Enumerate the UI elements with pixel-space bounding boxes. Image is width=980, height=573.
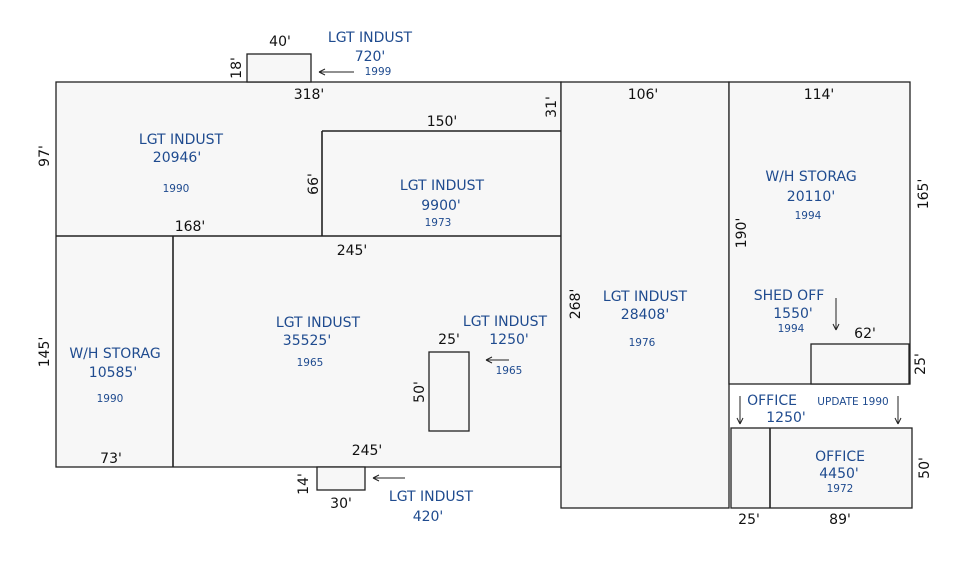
dim-north-width: 318' <box>294 87 325 103</box>
svg-text:LGT INDUST: LGT INDUST <box>139 132 224 148</box>
svg-text:35525': 35525' <box>283 333 331 349</box>
dim-east-height: 165' <box>916 179 932 210</box>
svg-text:1250': 1250' <box>766 410 805 426</box>
svg-text:W/H STORAG: W/H STORAG <box>69 346 160 362</box>
svg-text:20946': 20946' <box>153 150 201 166</box>
svg-text:9900': 9900' <box>421 198 460 214</box>
dim-office-height: 50' <box>917 457 933 479</box>
area-label-office-small: OFFICE 1250' UPDATE 1990 <box>747 393 889 426</box>
area-label-north-left: LGT INDUST 20946' 1990 <box>139 132 224 195</box>
shed-outline <box>810 343 910 385</box>
svg-text:10585': 10585' <box>89 365 137 381</box>
office-block-outline <box>730 427 913 509</box>
dim-step-height: 31' <box>544 96 560 118</box>
area-label-west-storage: W/H STORAG 10585' 1990 <box>69 346 160 405</box>
dim-east-inner-height: 190' <box>734 218 750 249</box>
arrow-inset-room <box>485 356 509 364</box>
svg-text:1250': 1250' <box>489 332 528 348</box>
area-label-office-large: OFFICE 4450' 1972 <box>815 449 865 495</box>
svg-text:720': 720' <box>355 49 386 65</box>
dim-split-width: 168' <box>175 219 206 235</box>
area-label-east-storage: W/H STORAG 20110' 1994 <box>765 169 856 222</box>
top-addition-outline <box>246 53 312 83</box>
dim-inset-height: 50' <box>412 381 428 403</box>
svg-text:1994: 1994 <box>778 323 805 335</box>
svg-text:1965: 1965 <box>297 357 324 369</box>
arrow-office-update <box>894 396 902 425</box>
svg-text:LGT INDUST: LGT INDUST <box>389 489 474 505</box>
arrow-bottom-addition <box>372 474 405 482</box>
svg-text:1973: 1973 <box>425 217 452 229</box>
svg-text:SHED OFF: SHED OFF <box>754 288 825 304</box>
area-label-north-mid: LGT INDUST 9900' 1973 <box>400 178 485 229</box>
dim-bottom-add-width: 30' <box>330 496 352 512</box>
dim-west-height: 145' <box>37 337 53 368</box>
dim-office-large-w: 89' <box>829 512 851 528</box>
svg-text:1994: 1994 <box>795 210 822 222</box>
dim-office-small-w: 25' <box>738 512 760 528</box>
dim-shed-width: 62' <box>854 326 876 342</box>
west-block-outline <box>55 81 562 468</box>
dim-inset-width: 25' <box>438 332 460 348</box>
central-block-outline <box>560 81 730 509</box>
svg-text:4450': 4450' <box>819 466 858 482</box>
svg-text:OFFICE: OFFICE <box>747 393 797 409</box>
svg-text:1965: 1965 <box>496 365 523 377</box>
inset-room-outline <box>428 351 470 432</box>
svg-text:LGT INDUST: LGT INDUST <box>276 315 361 331</box>
arrow-office-small <box>736 396 744 425</box>
dim-mid-width: 150' <box>427 114 458 130</box>
svg-text:LGT INDUST: LGT INDUST <box>463 314 548 330</box>
area-label-bottom-addition: LGT INDUST 420' <box>389 489 474 525</box>
svg-text:20110': 20110' <box>787 189 835 205</box>
svg-text:LGT INDUST: LGT INDUST <box>400 178 485 194</box>
dim-north-height: 97' <box>37 145 53 167</box>
dim-main-bottom: 245' <box>352 443 383 459</box>
east-block-outline <box>728 81 911 385</box>
area-label-main-inset: LGT INDUST 1250' 1965 <box>463 314 548 377</box>
svg-text:OFFICE: OFFICE <box>815 449 865 465</box>
svg-text:1990: 1990 <box>97 393 124 405</box>
dim-main-top: 245' <box>337 243 368 259</box>
svg-text:1972: 1972 <box>827 483 854 495</box>
svg-text:W/H STORAG: W/H STORAG <box>765 169 856 185</box>
dim-east-width: 114' <box>804 87 835 103</box>
dim-west-width: 73' <box>100 451 122 467</box>
dim-mid-height: 66' <box>306 173 322 195</box>
area-label-central: LGT INDUST 28408' 1976 <box>603 289 688 349</box>
svg-text:1999: 1999 <box>365 66 392 78</box>
dim-top-add-width: 40' <box>269 34 291 50</box>
svg-text:LGT INDUST: LGT INDUST <box>603 289 688 305</box>
svg-text:UPDATE 1990: UPDATE 1990 <box>817 396 888 408</box>
area-label-shed: SHED OFF 1550' 1994 <box>754 288 825 335</box>
svg-text:420': 420' <box>413 509 444 525</box>
dim-top-add-height: 18' <box>229 57 245 79</box>
svg-text:1990: 1990 <box>163 183 190 195</box>
dim-shed-height: 25' <box>913 353 929 375</box>
svg-text:LGT INDUST: LGT INDUST <box>328 30 413 46</box>
area-label-main: LGT INDUST 35525' 1965 <box>276 315 361 369</box>
dim-central-width: 106' <box>628 87 659 103</box>
dim-bottom-add-height: 14' <box>296 473 312 495</box>
arrow-top-addition <box>318 68 354 76</box>
svg-text:1976: 1976 <box>629 337 656 349</box>
area-label-top-addition: LGT INDUST 720' 1999 <box>328 30 413 78</box>
svg-text:1550': 1550' <box>773 306 812 322</box>
arrow-shed <box>832 298 840 331</box>
bottom-addition-outline <box>316 466 366 491</box>
dim-central-height: 268' <box>568 289 584 320</box>
svg-text:28408': 28408' <box>621 307 669 323</box>
